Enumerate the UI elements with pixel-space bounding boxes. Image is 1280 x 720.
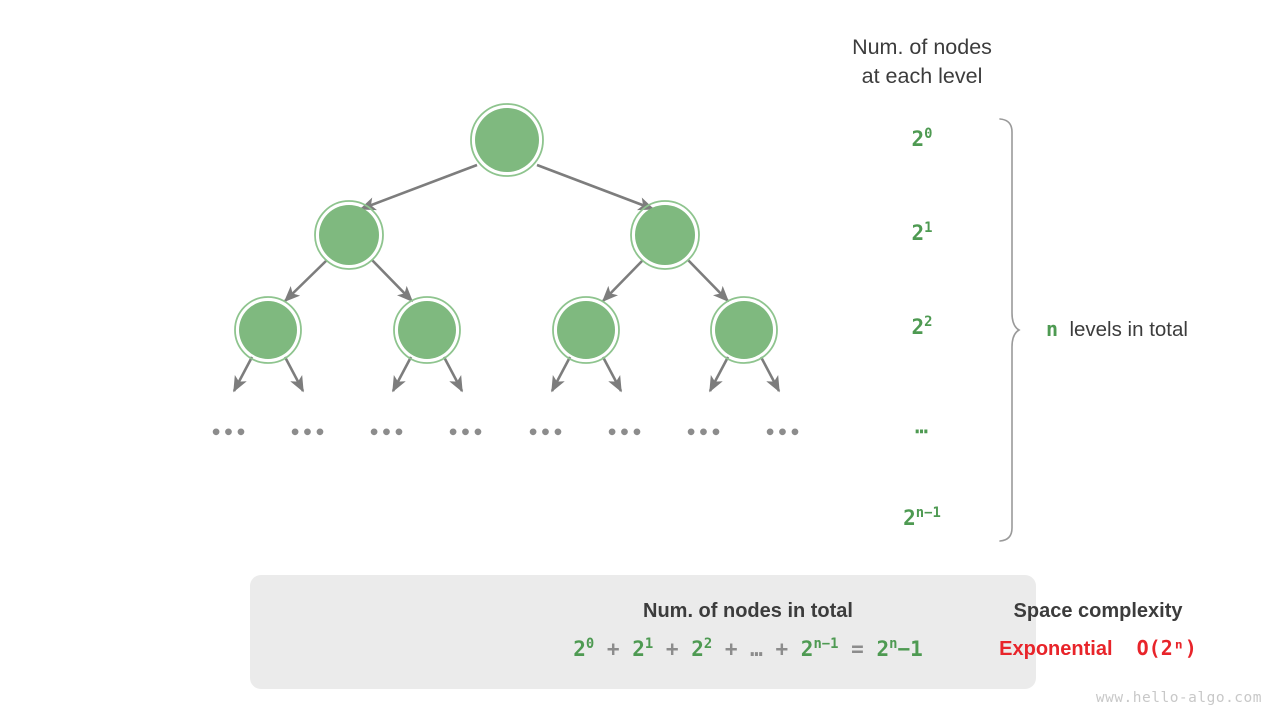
- levels-variable: n: [1046, 317, 1059, 341]
- tree-node-root: [470, 103, 544, 177]
- formula-result-suffix: −1: [897, 637, 923, 661]
- formula-plus-4: +: [775, 637, 789, 661]
- nodes-per-level-header: Num. of nodes at each level: [852, 35, 992, 88]
- formula-term-1: 21: [632, 637, 653, 661]
- edge-l3b-right: [442, 356, 464, 393]
- level-label-2: 22: [852, 315, 992, 339]
- tree-ellipsis-6: •••: [606, 422, 644, 444]
- total-levels-annotation: n levels in total: [1046, 317, 1188, 342]
- formula-ellipsis: …: [750, 637, 763, 661]
- formula-term-4-base: 2: [800, 637, 814, 661]
- formula-term-4-exp: n−1: [813, 636, 839, 652]
- formula-term-0-exp: 0: [585, 636, 595, 652]
- tree-edges-level1: [359, 163, 655, 211]
- tree-node-l2-1: [314, 200, 384, 270]
- edge-l3c-left: [550, 356, 572, 393]
- tree-ellipsis-3: •••: [368, 422, 406, 444]
- level-label-0-exp: 0: [924, 126, 933, 142]
- level-label-2-base: 2: [911, 315, 925, 339]
- levels-brace: [999, 118, 1021, 542]
- level-label-0: 20: [852, 127, 992, 151]
- tree-node-l3-2: [393, 296, 461, 364]
- complexity-notation: O(2ⁿ): [1136, 636, 1197, 660]
- formula-term-2-base: 2: [691, 637, 704, 661]
- space-complexity-value: Exponential O(2ⁿ): [948, 636, 1248, 661]
- tree-ellipsis-7: •••: [685, 422, 723, 444]
- edge-l2a-left: [283, 259, 328, 303]
- level-label-2-exp: 2: [924, 314, 933, 330]
- tree-nodes: [234, 103, 778, 364]
- tree-edges-level2: [283, 259, 730, 303]
- formula-term-1-exp: 1: [644, 636, 654, 652]
- formula-result-base: 2: [876, 637, 890, 661]
- formula-equals: =: [851, 637, 864, 661]
- level-label-1-exp: 1: [924, 220, 933, 236]
- total-nodes-formula: 20 + 21 + 22 + … + 2n−1 = 2n−1: [548, 637, 948, 661]
- level-label-4-base: 2: [903, 506, 916, 530]
- formula-term-2: 22: [691, 637, 712, 661]
- level-label-1-base: 2: [911, 221, 925, 245]
- formula-result: 2n−1: [876, 637, 922, 661]
- formula-term-4: 2n−1: [801, 637, 839, 661]
- formula-plus-2: +: [665, 637, 679, 661]
- formula-result-exp: n: [889, 636, 898, 652]
- formula-term-0-base: 2: [573, 637, 586, 661]
- formula-plus-3: +: [724, 637, 738, 661]
- tree-ellipsis-8: •••: [764, 422, 802, 444]
- formula-plus-1: +: [606, 637, 620, 661]
- edge-l3d-left: [708, 356, 730, 393]
- edge-l3d-right: [759, 356, 781, 393]
- tree-node-l2-2: [630, 200, 700, 270]
- level-label-ellipsis: ⋯: [852, 419, 992, 443]
- formula-term-2-exp: 2: [703, 636, 713, 652]
- edge-l2b-right: [687, 259, 730, 303]
- summary-panel: Num. of nodes in total 20 + 21 + 22 + … …: [250, 575, 1197, 689]
- total-nodes-title: Num. of nodes in total: [643, 600, 853, 622]
- tree-node-l3-4: [710, 296, 778, 364]
- level-label-1: 21: [852, 221, 992, 245]
- edge-l3a-right: [283, 356, 305, 393]
- level-label-3-base: ⋯: [915, 419, 929, 443]
- edge-l2b-left: [601, 259, 644, 303]
- tree-edges-level3: [232, 356, 781, 393]
- edge-l3c-right: [601, 356, 623, 393]
- space-complexity-title: Space complexity: [1013, 600, 1183, 622]
- edge-l3a-left: [232, 356, 254, 393]
- formula-term-1-base: 2: [632, 637, 645, 661]
- tree-ellipsis-1: •••: [210, 422, 248, 444]
- edge-root-left: [359, 163, 478, 211]
- tree-node-l3-3: [552, 296, 620, 364]
- tree-ellipsis-2: •••: [289, 422, 327, 444]
- levels-text: levels in total: [1069, 318, 1188, 341]
- tree-ellipsis-4: •••: [447, 422, 485, 444]
- edge-root-right: [536, 163, 655, 211]
- tree-ellipsis-5: •••: [527, 422, 565, 444]
- complexity-label: Exponential: [999, 638, 1113, 660]
- formula-term-0: 20: [573, 637, 594, 661]
- edge-l2a-right: [371, 259, 414, 303]
- edge-l3b-left: [391, 356, 413, 393]
- watermark: www.hello-algo.com: [1095, 690, 1262, 706]
- tree-node-l3-1: [234, 296, 302, 364]
- level-label-n-minus-1: 2n−1: [852, 506, 992, 530]
- level-label-4-exp: n−1: [915, 505, 941, 521]
- level-label-0-base: 2: [911, 127, 925, 151]
